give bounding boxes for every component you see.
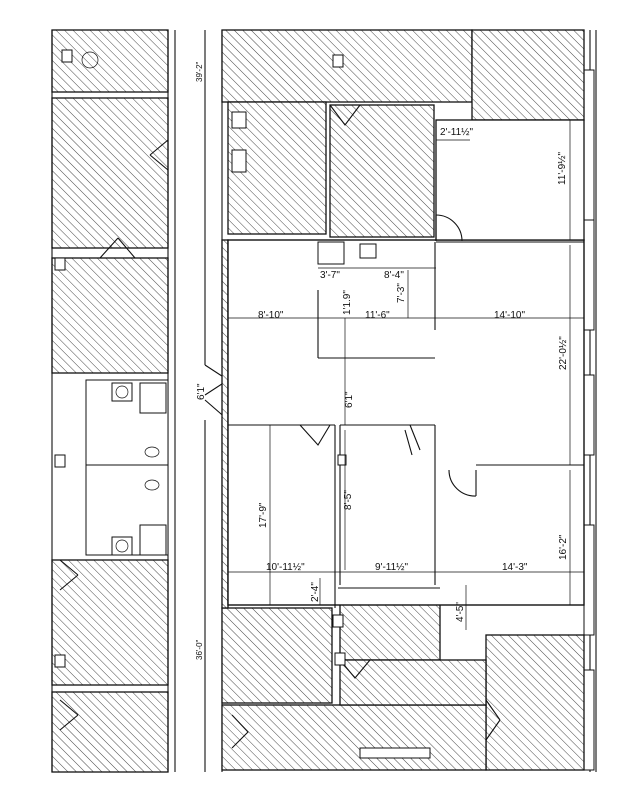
- dim-label: 2'-4": [310, 582, 321, 602]
- dim-label: 3'-7": [320, 270, 340, 281]
- dim-label: 16'-2": [558, 534, 569, 560]
- dim-label: 9'-11½": [375, 562, 409, 573]
- dim-label: 6'1": [196, 383, 207, 400]
- dim-label: 36'-0": [195, 639, 204, 660]
- dim-label: 8'-10": [258, 310, 284, 321]
- exterior-wall: [583, 30, 597, 772]
- dim-label: 39'-2": [195, 61, 204, 82]
- hatched-areas: [221, 29, 585, 771]
- dim-label: 14'-10": [494, 310, 525, 321]
- dim-label: 8'-4": [384, 270, 404, 281]
- dimension-lines: [228, 120, 584, 630]
- restroom-block: [54, 49, 169, 668]
- dimension-labels: 2'-11½" 11'-9½" 3'-7" 8'-4" 7'-3" 1'1.9"…: [195, 61, 569, 660]
- dim-label: 11'-6": [365, 310, 390, 321]
- dim-label: 6'1": [344, 391, 355, 408]
- dim-label: 10'-11½": [266, 562, 305, 573]
- dim-label: 17'-9": [258, 502, 269, 528]
- dim-label: 11'-9½": [557, 151, 568, 185]
- dim-label: 2'-11½": [440, 127, 474, 138]
- dim-label: 22'-0½": [558, 336, 569, 370]
- left-adjacent-suites: [51, 29, 169, 773]
- suite-rooms: [227, 54, 585, 759]
- dim-label: 1'1.9": [342, 290, 353, 315]
- dim-label: 8'-5": [343, 490, 354, 510]
- dim-label: 7'-3": [396, 283, 407, 303]
- dim-label: 4'-5": [455, 602, 466, 622]
- dim-label: 14'-3": [502, 562, 528, 573]
